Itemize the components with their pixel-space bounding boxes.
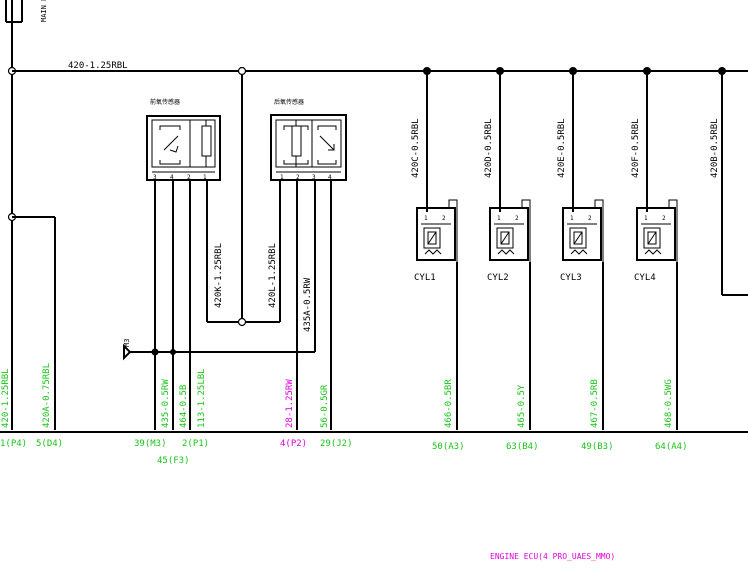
- wire-label-cyl3-up: 420E-0.5RBL: [557, 118, 567, 178]
- pin-label: 5(D4): [36, 439, 63, 449]
- front-sensor-pin: 2: [187, 174, 191, 181]
- ecu-name-footer: ENGINE ECU(4 PRO_UAES_MMO): [490, 552, 615, 561]
- wire-label-left-edge-1: 420-1.25RBL: [1, 368, 11, 428]
- wire-label-cyl3-down: 467-0.5RB: [590, 379, 600, 428]
- injector-pin: 1: [424, 215, 428, 222]
- wire-label-sensor2-a: 28-1.25RW: [285, 379, 295, 428]
- wire-label-cyl1-down: 466-0.5BR: [444, 379, 454, 428]
- injector-pin: 2: [442, 215, 446, 222]
- injector-pin: 1: [570, 215, 574, 222]
- wire-label-cyl2-up: 420D-0.5RBL: [484, 118, 494, 178]
- wire-label-mid-3: 435A-0.5RW: [303, 277, 313, 332]
- main-relay-fragment: MAIN RE: [5, 0, 48, 23]
- wire-label-mid-1: 420K-1.25RBL: [214, 243, 224, 308]
- front-sensor-pin: 4: [170, 174, 174, 181]
- front-sensor-pin: 3: [153, 174, 157, 181]
- pin-label: 4(P2): [280, 439, 307, 449]
- wire-label-cyl1-up: 420C-0.5RBL: [411, 118, 421, 178]
- injector-label: CYL1: [414, 273, 436, 283]
- rear-sensor-pin: 2: [296, 174, 300, 181]
- wire-label-cyl2-down: 465-0.5Y: [517, 384, 527, 428]
- pin-label: 64(A4): [655, 442, 688, 452]
- front-oxygen-sensor-label: 前氧传感器: [150, 98, 180, 106]
- injector-label: CYL2: [487, 273, 509, 283]
- pin-label: 63(B4): [506, 442, 539, 452]
- rear-sensor-pin: 4: [328, 174, 332, 181]
- pin-label: 29(J2): [320, 439, 353, 449]
- pin-label: 49(B3): [581, 442, 614, 452]
- wire-label-sensor1-c: 113-1.25LBL: [197, 368, 207, 428]
- rear-sensor-pin: 3: [312, 174, 316, 181]
- right-edge-circuit: 420B-0.5RBL: [710, 67, 748, 296]
- injector-pin: 1: [644, 215, 648, 222]
- pin-label: 1(P4): [0, 439, 27, 449]
- ground-label: M3: [123, 339, 131, 347]
- wire-label-mid-2: 420L-1.25RBL: [268, 243, 278, 308]
- rear-sensor-pin: 1: [280, 174, 284, 181]
- wire-label-cyl4-down: 468-0.5WG: [664, 379, 674, 428]
- injector-label: CYL4: [634, 273, 656, 283]
- front-oxygen-sensor: 前氧传感器 3 4 2 1: [146, 98, 221, 181]
- front-sensor-pin: 1: [203, 174, 207, 181]
- wire-label-right-up: 420B-0.5RBL: [710, 118, 720, 178]
- wire-label-left-edge-2: 420A-0.75RBL: [42, 363, 52, 428]
- injector-pin: 1: [497, 215, 501, 222]
- sensor-wiring: M3: [123, 66, 332, 430]
- injector-pin: 2: [515, 215, 519, 222]
- pin-label: 50(A3): [432, 442, 465, 452]
- injector-pin: 2: [588, 215, 592, 222]
- rear-oxygen-sensor-label: 后氧传感器: [274, 98, 304, 106]
- main-relay-label: MAIN RE: [40, 0, 48, 22]
- injector-label: CYL3: [560, 273, 582, 283]
- pin-label: 45(F3): [157, 456, 190, 466]
- pin-label: 39(M3): [134, 439, 167, 449]
- wire-label-sensor1-a: 435-0.5RW: [161, 379, 171, 428]
- wire-label-sensor2-b: 56-0.5GR: [320, 384, 330, 428]
- injector-pin: 2: [662, 215, 666, 222]
- top-bus-label: 420-1.25RBL: [68, 61, 128, 71]
- wire-label-cyl4-up: 420F-0.5RBL: [631, 118, 641, 178]
- rear-oxygen-sensor: 后氧传感器 1 2 3 4: [270, 98, 347, 181]
- pin-label: 2(P1): [182, 439, 209, 449]
- wire-label-sensor1-b: 464-0.5B: [179, 385, 189, 428]
